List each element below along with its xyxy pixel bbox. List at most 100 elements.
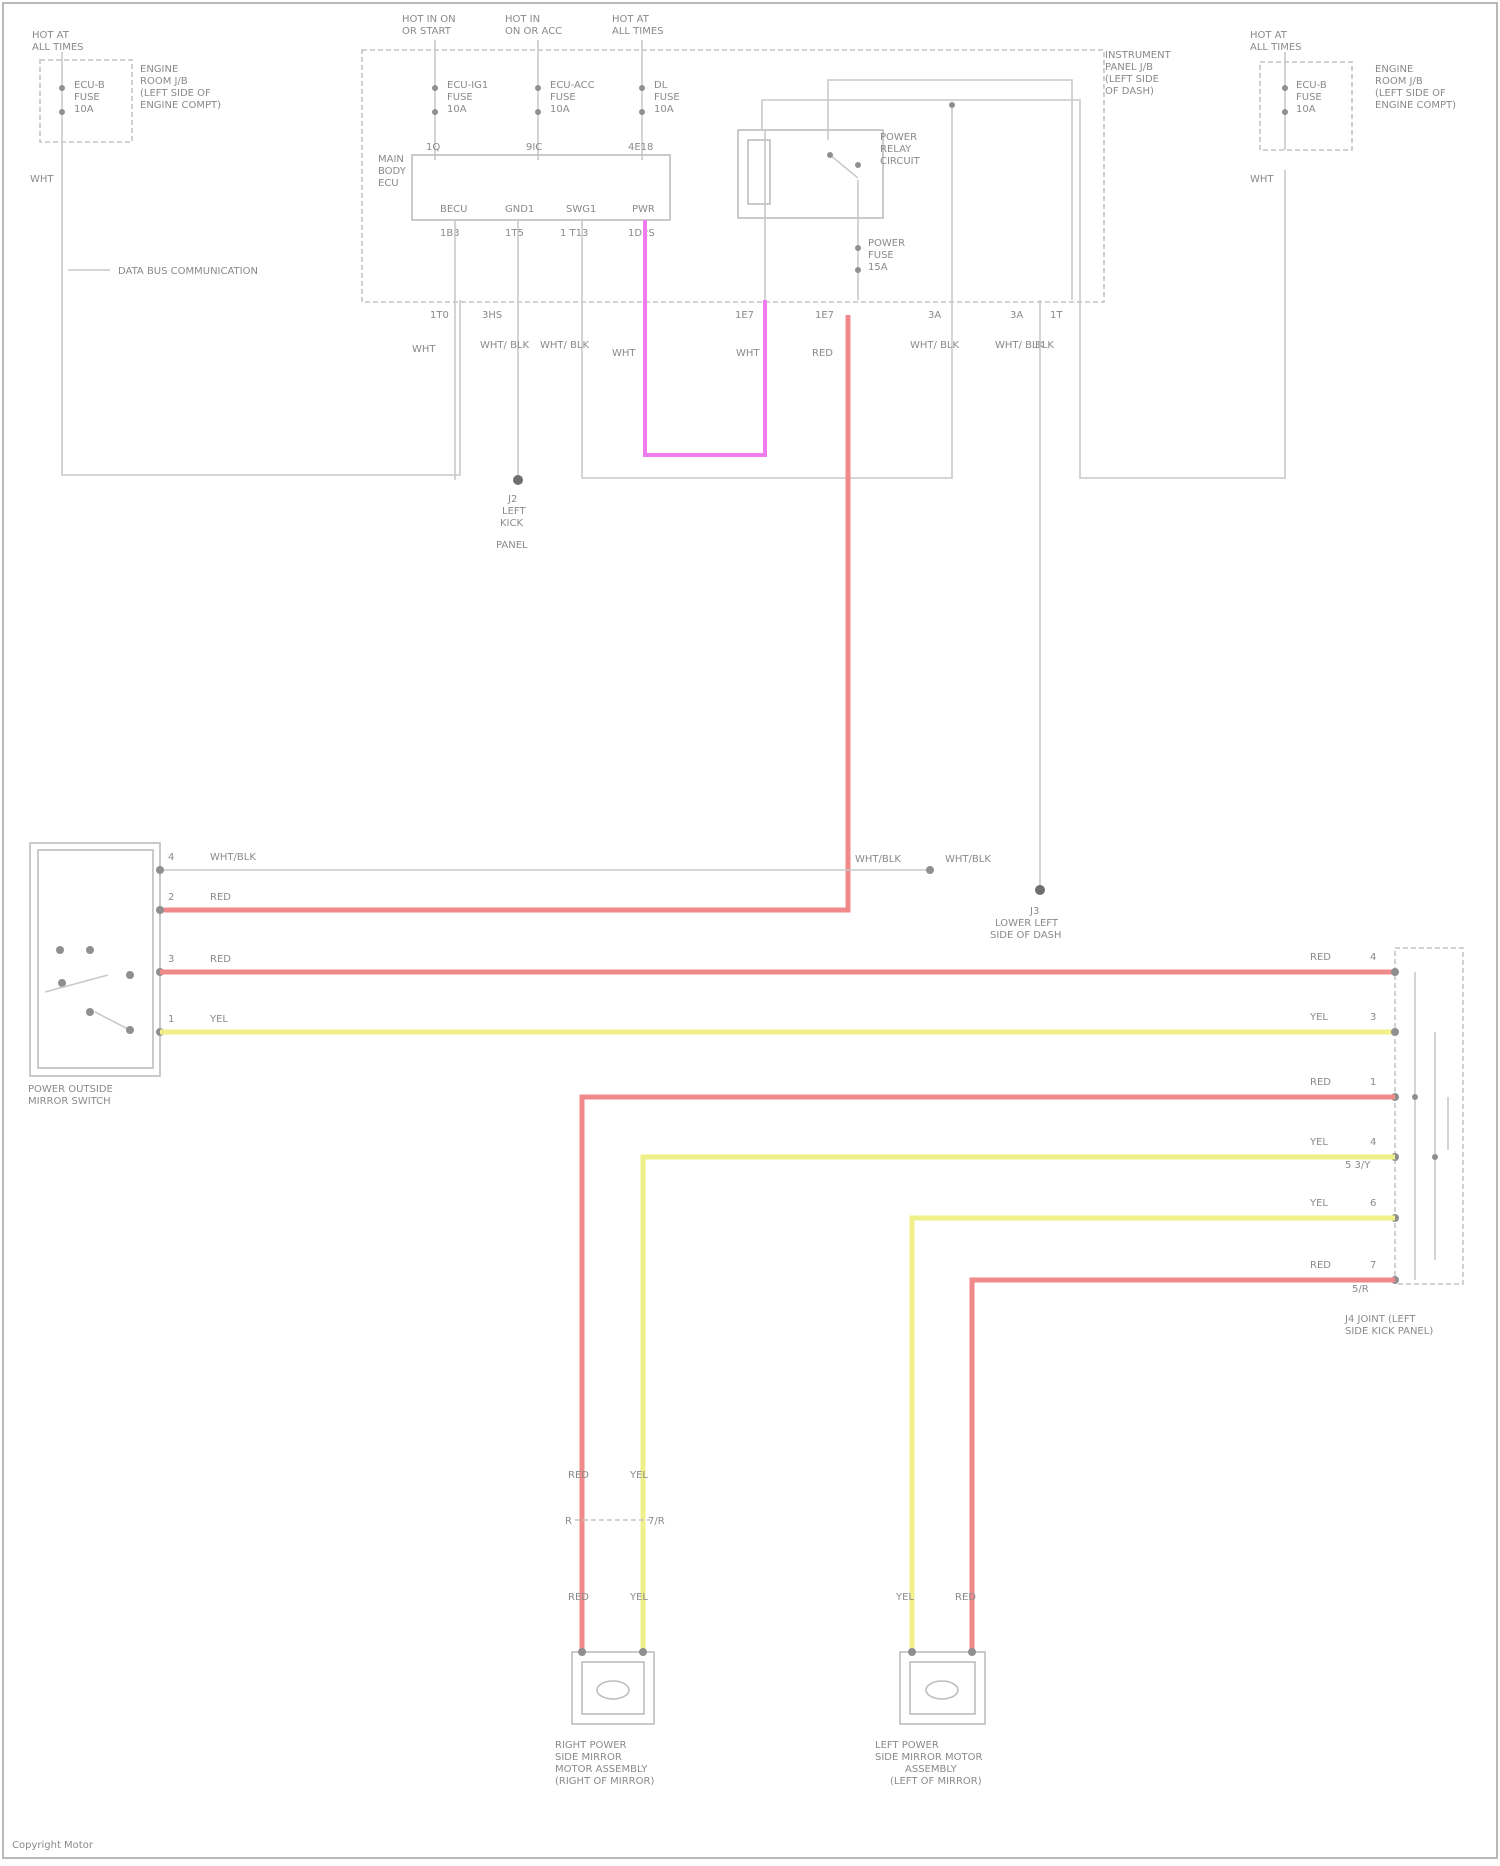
right-mirror-yel-wire — [643, 1157, 1395, 1650]
bot-conn-2: 3HS — [482, 310, 502, 321]
mirror-switch[interactable]: 4 2 3 1 WHT/BLK RED RED YEL POWER OUTSID… — [28, 843, 256, 1107]
power-fuse-rating: 15A — [868, 262, 888, 273]
right-fuse-type: FUSE — [1296, 92, 1322, 103]
wire-color-4: WHT — [612, 348, 636, 359]
right-jb-label-4: ENGINE COMPT) — [1375, 100, 1456, 111]
left-fuse-type: FUSE — [74, 92, 100, 103]
ecu-code-2: 1T5 — [505, 228, 524, 239]
pink-pwr-wire — [645, 220, 765, 455]
right-mirror-red-wire — [582, 1097, 1395, 1650]
ecu-pin-becu: BECU — [440, 204, 467, 215]
j4-wire-1: RED — [1310, 952, 1331, 963]
left-fuse-node-top — [59, 85, 65, 91]
switch-pin-3: 3 — [168, 954, 174, 965]
ip-jb-label-1: INSTRUMENT — [1105, 50, 1172, 61]
j4-label-2: SIDE KICK PANEL) — [1345, 1326, 1433, 1337]
bot-conn-1: 1T0 — [430, 310, 449, 321]
mirror-wire-label-1: RED — [568, 1470, 589, 1481]
right-mirror-label-1: RIGHT POWER — [555, 1740, 627, 1751]
switch-power-red-wire — [160, 315, 848, 910]
left-mirror-label-4: (LEFT OF MIRROR) — [890, 1776, 982, 1787]
left-engine-room-jb: HOT AT ALL TIMES ECU-B FUSE 10A ENGINE R… — [30, 30, 460, 475]
whtblk-junction — [926, 866, 934, 874]
j4-pin-1: 4 — [1370, 952, 1376, 963]
ip-jb-label-2: PANEL J/B — [1105, 62, 1153, 73]
ip-jb-label-4: OF DASH) — [1105, 86, 1154, 97]
power-fuse-type: FUSE — [868, 250, 894, 261]
fuse-c-name: DL — [654, 80, 668, 91]
right-mirror-motor-box — [572, 1652, 654, 1724]
fuse-b-type: FUSE — [550, 92, 576, 103]
ground-j3 — [1035, 885, 1045, 895]
right-fuse-rating: 10A — [1296, 104, 1316, 115]
left-mirror-yel-wire — [912, 1218, 1395, 1650]
ground-j3-label-2: LOWER LEFT — [995, 918, 1059, 929]
right-mirror-label-3: MOTOR ASSEMBLY — [555, 1764, 648, 1775]
ecu-pin-gnd1: GND1 — [505, 204, 534, 215]
fuse-b-name: ECU-ACC — [550, 80, 595, 91]
switch-wire-3: RED — [210, 954, 231, 965]
mirror-mid-label-2: 7/R — [648, 1516, 665, 1527]
left-mirror-red-wire — [972, 1280, 1395, 1650]
switch-wire-1: WHT/BLK — [210, 852, 256, 863]
bot-conn-6: 3A — [1010, 310, 1023, 321]
left-mirror-motor-box — [900, 1652, 985, 1724]
ground-j2-label-3: KICK — [500, 518, 523, 529]
j4-wire-2: YEL — [1309, 1012, 1328, 1023]
switch-label-2: MIRROR SWITCH — [28, 1096, 111, 1107]
hot-c-1: HOT AT — [612, 14, 650, 25]
bot-conn-7: 1T — [1050, 310, 1063, 321]
fuse-a-name: ECU-IG1 — [447, 80, 488, 91]
hot-label-top-right-2: ALL TIMES — [1250, 42, 1302, 53]
ground-j3-label-1: J3 — [1029, 906, 1039, 917]
ground-j3-label-3: SIDE OF DASH — [990, 930, 1062, 941]
ecu-pin-swg1: SWG1 — [566, 204, 596, 215]
ip-jb-label-3: (LEFT SIDE — [1105, 74, 1159, 85]
switch-pin-1: 4 — [168, 852, 174, 863]
mirror-wire-label-2: YEL — [629, 1470, 648, 1481]
right-fuse-name: ECU-B — [1296, 80, 1327, 91]
left-jb-label-2: ROOM J/B — [140, 76, 188, 87]
fuse-a-rating: 10A — [447, 104, 467, 115]
junction-label-right: WHT/BLK — [945, 854, 991, 865]
left-loop-wire — [62, 138, 460, 475]
left-mirror-label-3: ASSEMBLY — [905, 1764, 958, 1775]
switch-pin-4: 1 — [168, 1014, 174, 1025]
right-wire-color: WHT — [1250, 174, 1274, 185]
ecu-pin-pwr: PWR — [632, 204, 655, 215]
j4-pin-3: 1 — [1370, 1077, 1376, 1088]
mirror-wire-label-4: YEL — [629, 1592, 648, 1603]
ecu-code-4: 1D2S — [628, 228, 655, 239]
outer-frame — [3, 3, 1497, 1858]
ecu-label-1: MAIN — [378, 154, 404, 165]
mirror-mid-label-1: R — [565, 1516, 572, 1527]
mirror-switch-inner — [38, 850, 153, 1068]
wire-color-2: WHT/ BLK — [480, 340, 529, 351]
power-fuse-name: POWER — [868, 238, 905, 249]
top-conn-c: 4E18 — [628, 142, 653, 153]
switch-pin-2: 2 — [168, 892, 174, 903]
top-conn-a: 1Q — [426, 142, 440, 153]
wire-color-3: WHT/ BLK — [540, 340, 589, 351]
left-mirror-label-1: LEFT POWER — [875, 1740, 939, 1751]
top-conn-b: 9IC — [526, 142, 542, 153]
ground-j2-label-1: J2 — [507, 494, 517, 505]
mirror-wire-label-5: YEL — [895, 1592, 914, 1603]
right-mirror-label-4: (RIGHT OF MIRROR) — [555, 1776, 654, 1787]
j4-wire-4: YEL — [1309, 1137, 1328, 1148]
ecu-label-2: BODY — [378, 166, 407, 177]
hot-label-top-right-1: HOT AT — [1250, 30, 1288, 41]
right-mirror-label-2: SIDE MIRROR — [555, 1752, 622, 1763]
j4-joint-box — [1395, 948, 1463, 1284]
left-mirror-label-2: SIDE MIRROR MOTOR — [875, 1752, 982, 1763]
hot-a-1: HOT IN ON — [402, 14, 456, 25]
left-wire-color: WHT — [30, 174, 54, 185]
left-mirror-motor-icon — [926, 1681, 958, 1699]
hot-c-2: ALL TIMES — [612, 26, 664, 37]
relay-label-2: RELAY — [880, 144, 912, 155]
hot-label-top-left-1: HOT AT — [32, 30, 70, 41]
right-mirror-motor-icon — [597, 1681, 629, 1699]
bot-conn-5: 3A — [928, 310, 941, 321]
